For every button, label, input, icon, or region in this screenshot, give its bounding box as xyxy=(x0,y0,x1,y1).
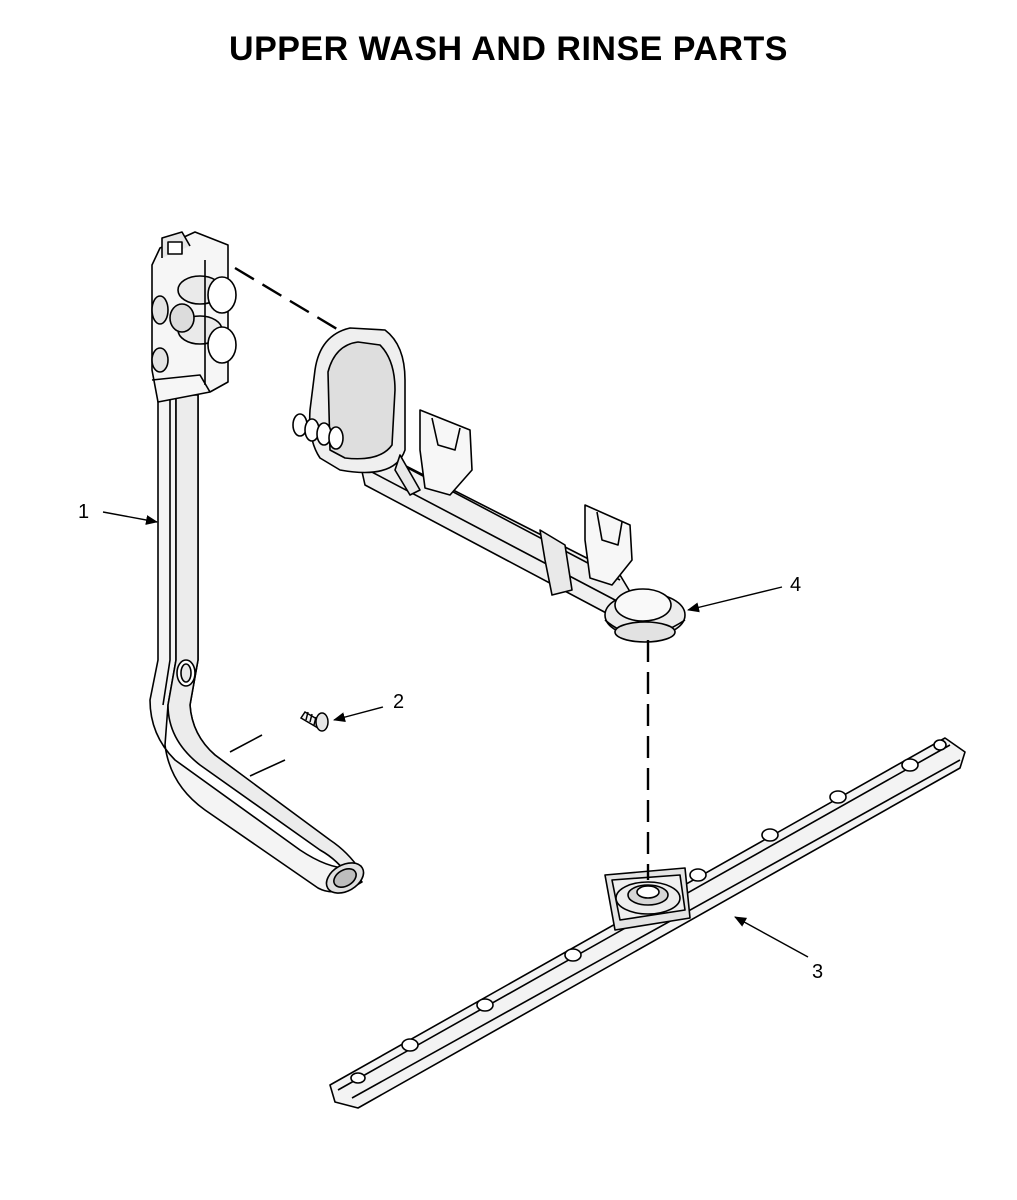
part-2-screw xyxy=(299,710,329,732)
alignment-line-bracket-to-manifold xyxy=(234,266,343,334)
leader-line-1 xyxy=(102,511,158,525)
leader-line-3 xyxy=(734,916,809,958)
callout-1: 1 xyxy=(78,501,89,523)
page-title: UPPER WASH AND RINSE PARTS xyxy=(229,30,788,68)
callout-2: 2 xyxy=(393,691,404,713)
leader-line-2 xyxy=(333,706,384,723)
leader-line-4 xyxy=(687,586,783,613)
part-4-manifold xyxy=(292,327,686,643)
part-1-supply-tube xyxy=(149,231,365,894)
callout-3: 3 xyxy=(812,961,823,983)
part-3-spray-arm xyxy=(329,737,966,1109)
callout-4: 4 xyxy=(790,574,801,596)
